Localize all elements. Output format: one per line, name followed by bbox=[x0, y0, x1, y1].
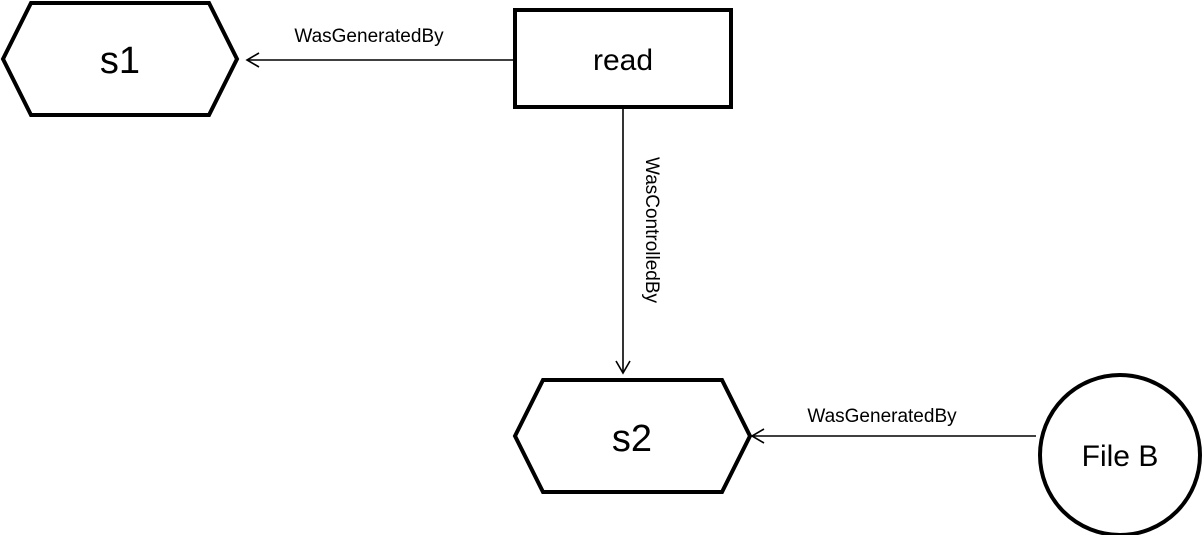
node-s2-label: s2 bbox=[612, 418, 652, 460]
node-file-b[interactable]: File B bbox=[1038, 373, 1202, 535]
node-s1-label: s1 bbox=[100, 40, 140, 82]
edge-read-to-s1-label: WasGeneratedBy bbox=[294, 26, 444, 47]
node-read-label: read bbox=[593, 44, 653, 77]
node-file-b-circle bbox=[1038, 373, 1202, 535]
node-file-b-label: File B bbox=[1082, 440, 1159, 473]
edge-read-to-s1-arrowhead bbox=[245, 52, 260, 68]
edge-fileb-to-s2-arrowhead bbox=[750, 428, 765, 444]
edge-read-to-s1: WasGeneratedBy bbox=[245, 26, 514, 68]
node-s2[interactable]: s2 bbox=[512, 378, 753, 494]
node-read[interactable]: read bbox=[513, 8, 733, 109]
node-read-rectangle bbox=[513, 8, 733, 109]
edge-fileb-to-s2-label: WasGeneratedBy bbox=[807, 406, 957, 427]
edge-fileb-to-s2: WasGeneratedBy bbox=[750, 406, 1036, 444]
node-s1[interactable]: s1 bbox=[0, 1, 240, 117]
edge-read-to-s2-label: WasControlledBy bbox=[641, 157, 662, 304]
node-s1-hexagon bbox=[0, 1, 240, 117]
edge-read-to-s2: WasControlledBy bbox=[615, 108, 662, 375]
node-s2-hexagon bbox=[512, 378, 753, 494]
edge-read-to-s2-arrowhead bbox=[615, 360, 631, 375]
